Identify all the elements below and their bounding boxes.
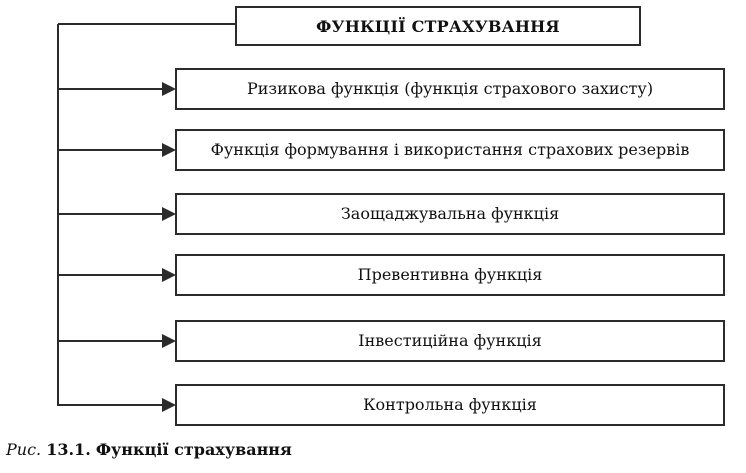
function-box-savings: Заощаджувальна функція [175,193,725,235]
function-label-risk: Ризикова функція (функція страхового зах… [246,79,654,99]
function-box-investment: Інвестиційна функція [175,320,725,362]
diagram-title: ФУНКЦІЇ СТРАХУВАННЯ [316,16,560,36]
function-box-risk: Ризикова функція (функція страхового зах… [175,68,725,110]
caption-label: Рис. [6,440,42,459]
caption-number: 13.1. [46,440,91,459]
diagram-title-box: ФУНКЦІЇ СТРАХУВАННЯ [235,6,641,46]
figure-caption: Рис. 13.1. Функції страхування [6,440,292,459]
function-label-savings: Заощаджувальна функція [340,204,560,224]
function-box-control: Контрольна функція [175,384,725,426]
function-label-preventive: Превентивна функція [357,265,543,285]
function-label-reserves: Функція формування і використання страхо… [210,140,690,160]
function-label-investment: Інвестиційна функція [358,331,542,351]
caption-title: Функції страхування [95,440,292,459]
function-label-control: Контрольна функція [363,395,537,415]
function-box-reserves: Функція формування і використання страхо… [175,129,725,171]
function-box-preventive: Превентивна функція [175,254,725,296]
